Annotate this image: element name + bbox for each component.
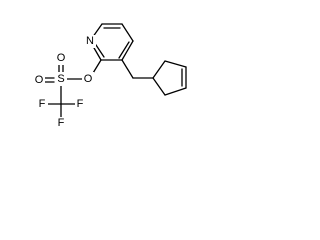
atom-labels: N O S O O F F F (33, 35, 96, 130)
bond-c4-c3 (121, 40, 134, 61)
bond-c3-ch2 (121, 59, 134, 79)
bond-c5p-c1p (152, 77, 166, 96)
atom-f-right: F (77, 98, 84, 110)
bond-c4-c3-double (118, 41, 130, 59)
atom-n: N (86, 35, 94, 47)
cyclopentenylmethyl-group (121, 59, 187, 96)
atom-o-ester: O (84, 73, 93, 85)
bond-c4p-c5p (164, 87, 187, 96)
molecule-diagram: N O S O O F F F (0, 0, 215, 143)
atom-s: S (57, 73, 64, 85)
bond-c1p-c2p (152, 60, 166, 79)
triflate-group (43, 59, 102, 119)
atom-f-left: F (39, 98, 46, 110)
atom-f-bottom: F (58, 117, 65, 129)
bond-c5-c4 (121, 23, 134, 42)
atom-o-left: O (35, 74, 44, 86)
molecule-structure: N O S O O F F F (33, 23, 187, 130)
bond-c2p-c3p (164, 60, 187, 68)
atom-o-top: O (57, 52, 66, 64)
pyridine-ring (89, 23, 134, 61)
